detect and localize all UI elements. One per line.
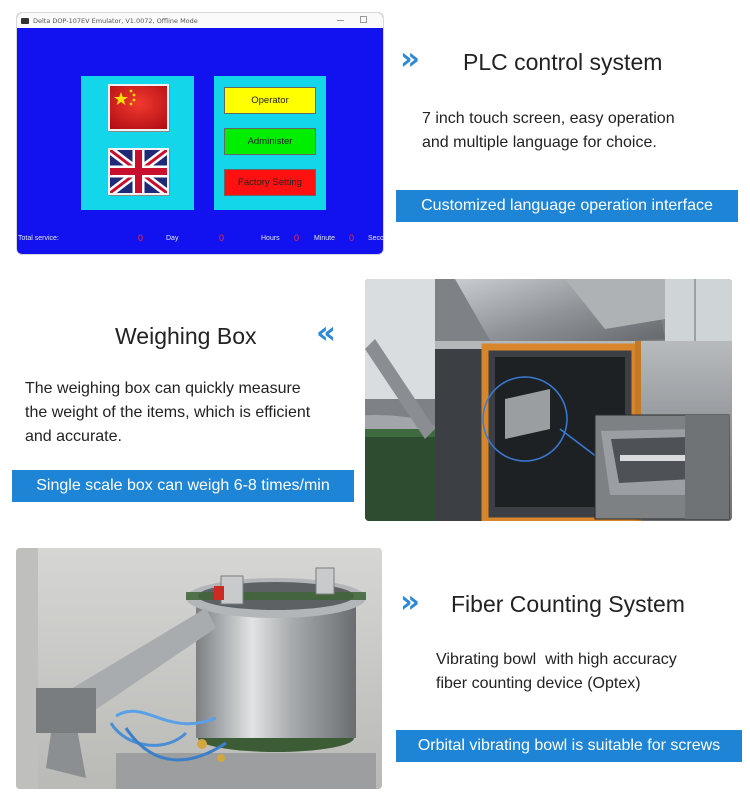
emulator-app-icon — [21, 17, 29, 24]
chevron-left-icon: « — [316, 315, 336, 351]
weighing-heading: Weighing Box — [115, 323, 257, 349]
maximize-icon — [360, 16, 367, 23]
total-service-value: 0 — [138, 233, 144, 243]
language-panel — [81, 76, 194, 210]
plc-banner: Customized language operation interface — [396, 190, 738, 222]
vibrating-bowl-photo — [16, 548, 382, 789]
second-label: Seco — [368, 235, 384, 242]
chinese-language-button[interactable] — [108, 84, 169, 131]
weighing-banner: Single scale box can weigh 6-8 times/min — [12, 470, 354, 502]
vibrating-bowl-illustration — [16, 548, 382, 789]
weighing-box-photo — [365, 279, 732, 521]
minute-value: 0 — [349, 233, 355, 243]
total-service-label: Total service: — [18, 235, 59, 242]
minute-label: Minute — [314, 235, 336, 242]
emulator-titlebar: Delta DOP-107EV Emulator, V1.0072, Offli… — [17, 13, 383, 28]
plc-emulator-screenshot: Delta DOP-107EV Emulator, V1.0072, Offli… — [16, 12, 384, 255]
plc-description: 7 inch touch screen, easy operation and … — [422, 107, 742, 155]
administer-button[interactable]: Administer — [224, 128, 316, 155]
plc-heading: PLC control system — [463, 49, 663, 75]
chevron-right-icon: » — [400, 584, 420, 620]
day-label: Day — [166, 235, 179, 242]
login-menu-panel: Operator Administer Factory Setting — [214, 76, 326, 210]
day-value: 0 — [219, 233, 225, 243]
service-time-row: Total service: 0 Day 0 Hours 0 Minute 0 … — [17, 233, 383, 247]
china-flag-icon — [110, 86, 167, 129]
fiber-heading: Fiber Counting System — [451, 591, 685, 617]
fiber-description-line: Vibrating bowl with high accuracy — [436, 651, 677, 668]
plc-description-line: and multiple language for choice. — [422, 134, 657, 151]
weighing-description-line: the weight of the items, which is effici… — [25, 404, 311, 421]
emulator-window-title: Delta DOP-107EV Emulator, V1.0072, Offli… — [33, 16, 198, 25]
weighing-machine-illustration — [365, 279, 732, 521]
weighing-description: The weighing box can quickly measure the… — [25, 377, 360, 449]
minimize-icon — [337, 20, 344, 21]
plc-description-line: 7 inch touch screen, easy operation — [422, 110, 675, 127]
hours-value: 0 — [294, 233, 300, 243]
uk-flag-icon — [110, 150, 167, 193]
operator-button[interactable]: Operator — [224, 87, 316, 114]
factory-setting-button[interactable]: Factory Setting — [224, 169, 316, 196]
weighing-description-line: and accurate. — [25, 428, 122, 445]
fiber-description: Vibrating bowl with high accuracy fiber … — [436, 648, 741, 696]
hours-label: Hours — [261, 235, 280, 242]
chevron-right-icon: » — [400, 41, 420, 77]
weighing-description-line: The weighing box can quickly measure — [25, 380, 301, 397]
fiber-description-line: fiber counting device (Optex) — [436, 675, 641, 692]
english-language-button[interactable] — [108, 148, 169, 195]
fiber-banner: Orbital vibrating bowl is suitable for s… — [396, 730, 742, 762]
